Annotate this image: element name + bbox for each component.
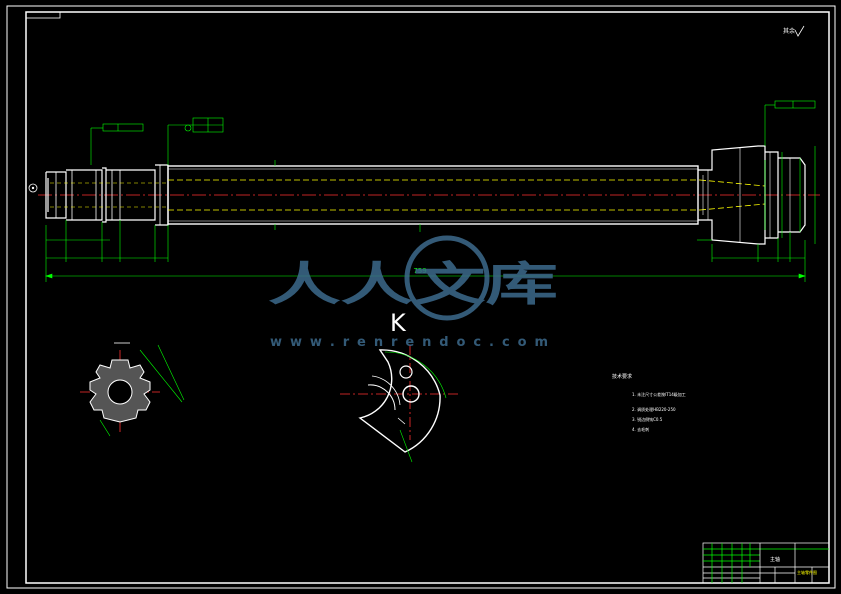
view-k-hole-upper (399, 365, 413, 379)
reverse-drawing-number-box (25, 11, 61, 19)
view-k-outline (358, 349, 441, 453)
watermark: 人人文库 w w w . r e n r e n d o c . c o m (268, 235, 558, 350)
surface-finish-note: 其余 (783, 25, 805, 37)
overall-length-dimension: 759 (413, 267, 426, 275)
spline-section-view (80, 342, 185, 437)
tech-requirement-item: 2. 调质处理HB220-250 (632, 406, 676, 412)
tech-requirements: 技术要求 1. 未注尺寸公差按IT14级加工 2. 调质处理HB220-250 … (612, 373, 686, 432)
spline-bore (107, 379, 133, 405)
title-block-part-name: 主轴 (770, 556, 780, 563)
title-block (702, 542, 830, 584)
watermark-url: w w w . r e n r e n d o c . c o m (270, 335, 548, 350)
watermark-logo-ring (404, 235, 490, 321)
sheet-outer-border (6, 5, 836, 589)
view-k-label: K (390, 309, 407, 337)
center-hole-symbol (28, 183, 38, 193)
shaft-main-view (28, 145, 820, 245)
surface-finish-text: 其余 (783, 27, 795, 35)
tech-requirement-item: 4. 去毛刺 (632, 426, 649, 432)
view-k-partial (340, 345, 460, 463)
shaft-body (167, 165, 699, 225)
title-block-drawing-title: 主轴零件图 (797, 569, 817, 575)
watermark-title: 人人文库 (268, 257, 558, 311)
tech-requirements-heading: 技术要求 (612, 373, 632, 380)
view-k-hole-lower (402, 385, 420, 403)
sheet-inner-border (25, 11, 830, 584)
tech-requirement-item: 3. 锐边倒钝C0.5 (632, 416, 663, 422)
dimensions (45, 100, 816, 282)
tech-requirement-item: 1. 未注尺寸公差按IT14级加工 (632, 391, 686, 397)
